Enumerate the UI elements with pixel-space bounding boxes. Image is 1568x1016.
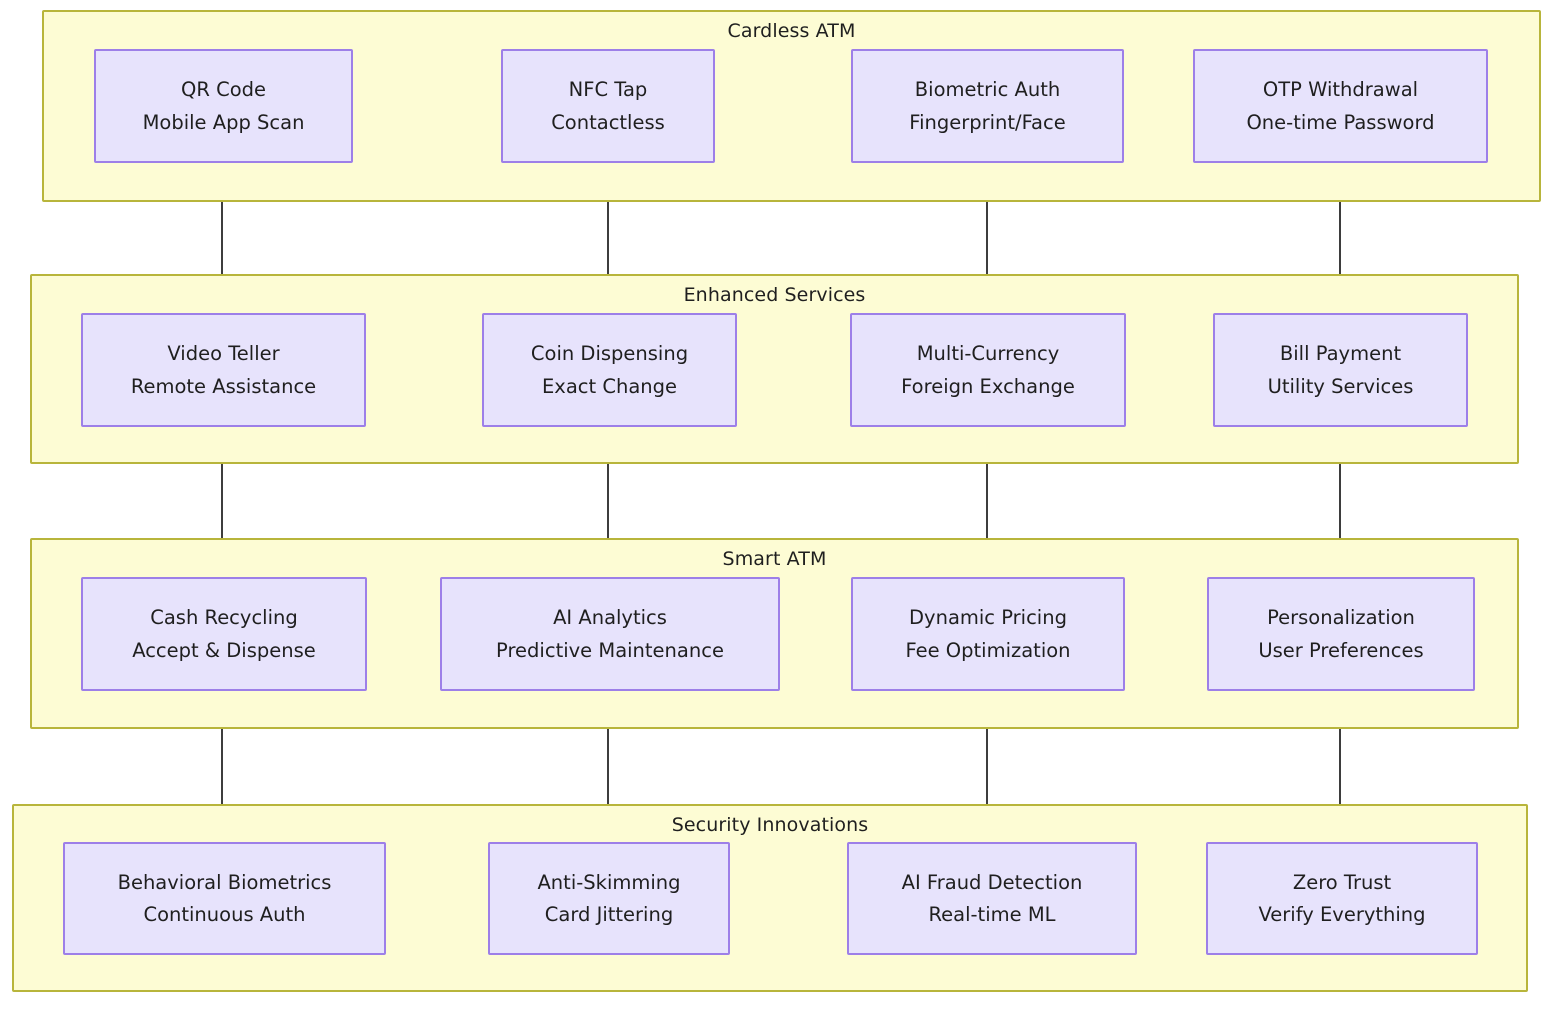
- node-nfc-tap-line2: Contactless: [551, 110, 665, 134]
- node-personalization-line1: Personalization: [1267, 606, 1415, 629]
- node-bill-payment-line1: Bill Payment: [1279, 342, 1402, 365]
- node-dynamic-pricing-line1: Dynamic Pricing: [909, 606, 1067, 629]
- node-personalization[interactable]: Personalization User Preferences: [1207, 577, 1475, 691]
- node-zero-trust[interactable]: Zero Trust Verify Everything: [1206, 842, 1478, 955]
- node-qr-code-line1: QR Code: [180, 78, 267, 101]
- node-biometric-auth-line2: Fingerprint/Face: [909, 110, 1066, 134]
- node-coin-dispensing-line2: Exact Change: [541, 374, 678, 398]
- node-otp-withdrawal-line1: OTP Withdrawal: [1262, 78, 1419, 101]
- node-otp-withdrawal[interactable]: OTP Withdrawal One-time Password: [1193, 49, 1488, 163]
- node-ai-fraud-detection-line1: AI Fraud Detection: [901, 870, 1083, 894]
- node-video-teller-line1: Video Teller: [167, 342, 280, 365]
- node-anti-skimming-line1: Anti-Skimming: [537, 870, 681, 894]
- node-dynamic-pricing[interactable]: Dynamic Pricing Fee Optimization: [851, 577, 1125, 691]
- node-biometric-auth[interactable]: Biometric Auth Fingerprint/Face: [851, 49, 1124, 163]
- node-dynamic-pricing-line2: Fee Optimization: [905, 638, 1071, 662]
- node-ai-analytics-line2: Predictive Maintenance: [496, 638, 724, 662]
- node-ai-analytics[interactable]: AI Analytics Predictive Maintenance: [440, 577, 780, 691]
- node-qr-code-line2: Mobile App Scan: [142, 110, 305, 134]
- cluster-title-smart-atm: Smart ATM: [722, 548, 827, 570]
- node-ai-analytics-line1: AI Analytics: [553, 606, 667, 629]
- node-video-teller-line2: Remote Assistance: [130, 374, 317, 398]
- node-cash-recycling-line2: Accept & Dispense: [132, 638, 316, 662]
- node-behavioral-biometrics-line2: Continuous Auth: [143, 903, 306, 926]
- node-coin-dispensing-line1: Coin Dispensing: [530, 342, 689, 365]
- node-cash-recycling-line1: Cash Recycling: [150, 606, 298, 629]
- node-otp-withdrawal-line2: One-time Password: [1246, 110, 1435, 134]
- cluster-title-security-innovations: Security Innovations: [671, 814, 869, 836]
- cluster-title-cardless-atm: Cardless ATM: [727, 20, 856, 42]
- node-behavioral-biometrics[interactable]: Behavioral Biometrics Continuous Auth: [63, 842, 386, 955]
- node-bill-payment[interactable]: Bill Payment Utility Services: [1213, 313, 1468, 427]
- node-video-teller[interactable]: Video Teller Remote Assistance: [81, 313, 366, 427]
- node-cash-recycling[interactable]: Cash Recycling Accept & Dispense: [81, 577, 367, 691]
- node-ai-fraud-detection[interactable]: AI Fraud Detection Real-time ML: [847, 842, 1137, 955]
- node-personalization-line2: User Preferences: [1258, 638, 1424, 662]
- node-coin-dispensing[interactable]: Coin Dispensing Exact Change: [482, 313, 737, 427]
- cluster-title-enhanced-services: Enhanced Services: [683, 284, 866, 306]
- node-bill-payment-line2: Utility Services: [1267, 374, 1414, 398]
- node-ai-fraud-detection-line2: Real-time ML: [928, 903, 1056, 926]
- node-nfc-tap[interactable]: NFC Tap Contactless: [501, 49, 715, 163]
- node-qr-code[interactable]: QR Code Mobile App Scan: [94, 49, 353, 163]
- node-multi-currency[interactable]: Multi-Currency Foreign Exchange: [850, 313, 1126, 427]
- node-behavioral-biometrics-line1: Behavioral Biometrics: [117, 870, 332, 894]
- node-anti-skimming[interactable]: Anti-Skimming Card Jittering: [488, 842, 730, 955]
- node-nfc-tap-line1: NFC Tap: [568, 78, 648, 101]
- node-anti-skimming-line2: Card Jittering: [544, 903, 674, 926]
- node-multi-currency-line2: Foreign Exchange: [901, 374, 1075, 398]
- node-zero-trust-line1: Zero Trust: [1292, 870, 1392, 894]
- node-biometric-auth-line1: Biometric Auth: [914, 78, 1061, 101]
- node-zero-trust-line2: Verify Everything: [1258, 903, 1426, 926]
- node-multi-currency-line1: Multi-Currency: [916, 342, 1060, 365]
